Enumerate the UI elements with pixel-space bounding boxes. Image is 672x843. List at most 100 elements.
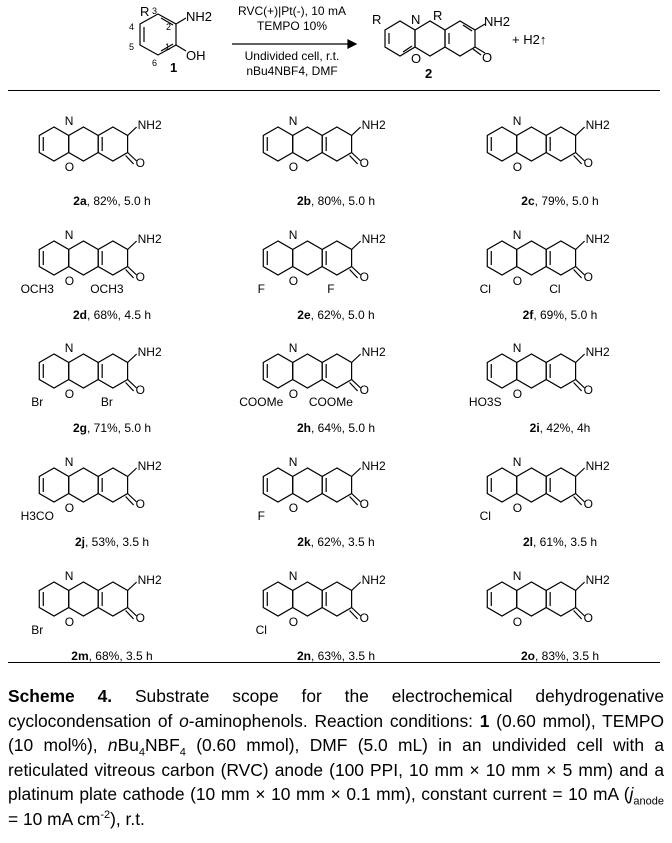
ring-2	[292, 581, 323, 617]
product-n: N	[411, 12, 420, 27]
yield-time: , 63%, 3.5 h	[310, 649, 376, 663]
ring-2	[516, 126, 547, 162]
oxygen-atom: O	[65, 160, 74, 174]
bottom-rule	[8, 662, 660, 663]
nitrogen-atom: N	[289, 569, 298, 583]
conditions-line-2: TEMPO 10%	[257, 19, 327, 33]
oxygen-atom: O	[513, 160, 522, 174]
conditions-line-3: Undivided cell, r.t.	[245, 49, 340, 63]
position-6: 6	[152, 58, 157, 68]
substituent-1: Br	[31, 395, 43, 409]
substituent-1: Cl	[480, 282, 491, 296]
caption-j-anode: anode	[633, 795, 664, 808]
ring-2	[68, 240, 99, 276]
oxygen-atom: O	[513, 274, 522, 288]
carbonyl-oxygen: O	[360, 383, 369, 397]
amine-group: NH2	[138, 118, 162, 132]
carbonyl-oxygen: O	[360, 156, 369, 170]
caption-text-6: (0.60 mmol), DMF (5.0 mL) in an undivide…	[8, 735, 665, 804]
amine-group: NH2	[362, 459, 386, 473]
compound-id: 2k	[297, 535, 311, 549]
nitrogen-atom: N	[513, 455, 522, 469]
oxygen-atom: O	[65, 501, 74, 515]
product-label: 2	[425, 66, 432, 81]
conditions-line-4: nBu4NBF4, DMF	[246, 64, 337, 78]
amine-group: NH2	[362, 573, 386, 587]
substituent-2: COOMe	[309, 395, 353, 409]
substituent-1: OCH3	[21, 282, 55, 296]
oxygen-atom: O	[513, 501, 522, 515]
oxygen-atom: O	[65, 274, 74, 288]
compound-id: 2m	[71, 649, 89, 663]
compound-id: 2b	[296, 194, 311, 208]
amine-group: NH2	[362, 118, 386, 132]
reactant-label: 1	[170, 60, 177, 75]
ring-2	[292, 353, 323, 389]
ring-2	[516, 467, 547, 503]
product-r2: R	[433, 8, 442, 23]
yield-time: , 53%, 3.5 h	[84, 535, 150, 549]
substituent-1: HO3S	[469, 395, 502, 409]
amine-group: NH2	[362, 232, 386, 246]
yield-time: , 62%, 3.5 h	[310, 535, 375, 549]
ring-2	[292, 240, 323, 276]
carbonyl-oxygen: O	[584, 611, 593, 625]
caption-sub-4: 4	[138, 746, 145, 759]
caption-n: n	[107, 735, 118, 755]
nitrogen-atom: N	[513, 114, 522, 128]
amine-group: NH2	[138, 232, 162, 246]
nitrogen-atom: N	[289, 341, 298, 355]
substituent-1: H3CO	[21, 509, 54, 523]
ring-2	[68, 353, 99, 389]
caption-title: Scheme 4.	[8, 686, 113, 706]
oxygen-atom: O	[289, 274, 298, 288]
yield-time: , 83%, 3.5 h	[534, 649, 600, 663]
substituent-1: Cl	[480, 509, 491, 523]
compound-id: 2i	[529, 421, 540, 435]
substituent-1: Br	[31, 623, 43, 637]
compound-label: 2g, 71%, 5.0 h	[0, 421, 224, 435]
yield-time: , 68%, 3.5 h	[88, 649, 153, 663]
carbonyl-oxygen: O	[136, 611, 145, 625]
compound-label: 2e, 62%, 5.0 h	[224, 308, 448, 322]
reactant-r: R	[140, 4, 149, 19]
substituent-1: F	[258, 509, 265, 523]
position-4: 4	[129, 22, 134, 32]
amine-group: NH2	[586, 459, 610, 473]
oxygen-atom: O	[289, 387, 298, 401]
conditions-line-1: RVC(+)|Pt(-), 10 mA	[238, 4, 346, 18]
nitrogen-atom: N	[289, 455, 298, 469]
substituent-1: F	[258, 282, 265, 296]
carbonyl-oxygen: O	[584, 270, 593, 284]
carbonyl-oxygen: O	[136, 156, 145, 170]
nitrogen-atom: N	[513, 341, 522, 355]
carbonyl-oxygen: O	[584, 497, 593, 511]
compound-id: 2g	[72, 421, 87, 435]
compound-id: 2j	[74, 535, 85, 549]
ring-2	[292, 467, 323, 503]
nitrogen-atom: N	[65, 455, 74, 469]
compound-id: 2d	[72, 308, 87, 322]
compound-label: 2j, 53%, 3.5 h	[0, 535, 224, 549]
caption-text-7: = 10 mA cm	[8, 808, 101, 829]
nitrogen-atom: N	[289, 228, 298, 242]
oxygen-atom: O	[289, 615, 298, 629]
product-carbonyl-o: O	[482, 50, 492, 65]
yield-time: , 61%, 3.5 h	[532, 535, 598, 549]
nitrogen-atom: N	[513, 228, 522, 242]
compound-id: 2a	[73, 194, 87, 208]
amine-group: NH2	[138, 573, 162, 587]
